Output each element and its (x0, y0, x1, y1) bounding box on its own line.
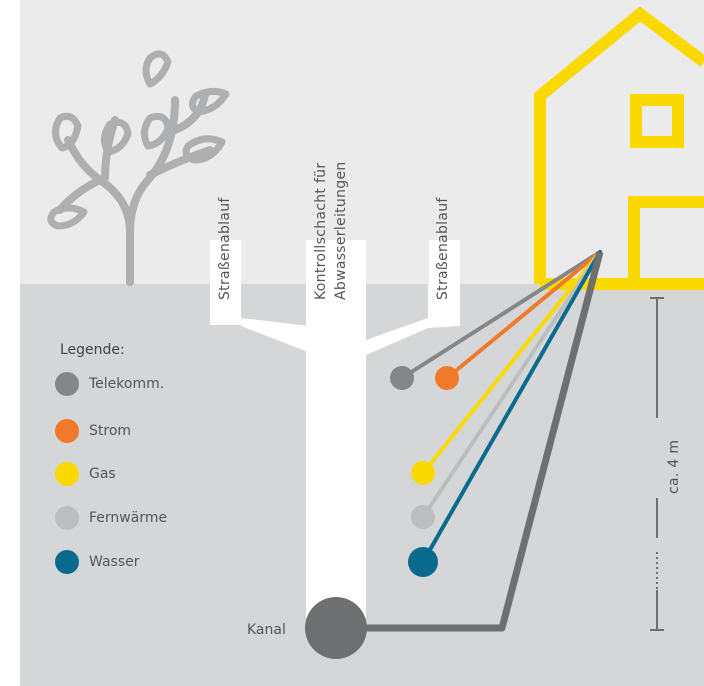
legend-item: Fernwärme (55, 505, 167, 531)
depth-marker (650, 297, 664, 631)
dot-fernwaerme (411, 505, 435, 529)
utility-lines (400, 250, 602, 564)
legend-item: Telekomm. (55, 371, 164, 397)
legend-label: Strom (89, 423, 132, 439)
legend-label: Fernwärme (89, 510, 168, 526)
dot-telekomm (390, 366, 414, 390)
dot-strom (435, 366, 459, 390)
legend-item: Strom (55, 418, 131, 444)
line-fernwaerme (421, 250, 602, 519)
legend-item: Gas (55, 461, 116, 487)
kanal-label: Kanal (247, 622, 286, 638)
dot-wasser (408, 547, 438, 577)
legend-dot-icon (55, 419, 79, 443)
legend-label: Gas (89, 466, 116, 482)
label-kontrollschacht-line1: Kontrollschacht für (313, 162, 329, 300)
label-strassenablauf-left: Straßenablauf (217, 197, 233, 300)
legend-title: Legende: (60, 342, 125, 358)
dot-gas (411, 461, 435, 485)
line-kanal (336, 251, 604, 632)
legend-dot-icon (55, 550, 79, 574)
legend-dot-icon (55, 372, 79, 396)
legend-item: Wasser (55, 549, 139, 575)
legend-dot-icon (55, 506, 79, 530)
legend-label: Wasser (89, 554, 140, 570)
line-telekomm (400, 250, 602, 380)
label-kontrollschacht-line2: Abwasserleitungen (333, 161, 349, 300)
line-wasser (421, 250, 602, 564)
line-strom (445, 250, 602, 380)
label-strassenablauf-right: Straßenablauf (435, 197, 451, 300)
legend-label: Telekomm. (89, 376, 165, 392)
line-gas (421, 250, 602, 475)
kanal-pipe (305, 597, 367, 659)
legend-dot-icon (55, 462, 79, 486)
tree-icon (47, 50, 230, 286)
house-icon (534, 6, 704, 290)
label-depth: ca. 4 m (666, 439, 682, 494)
